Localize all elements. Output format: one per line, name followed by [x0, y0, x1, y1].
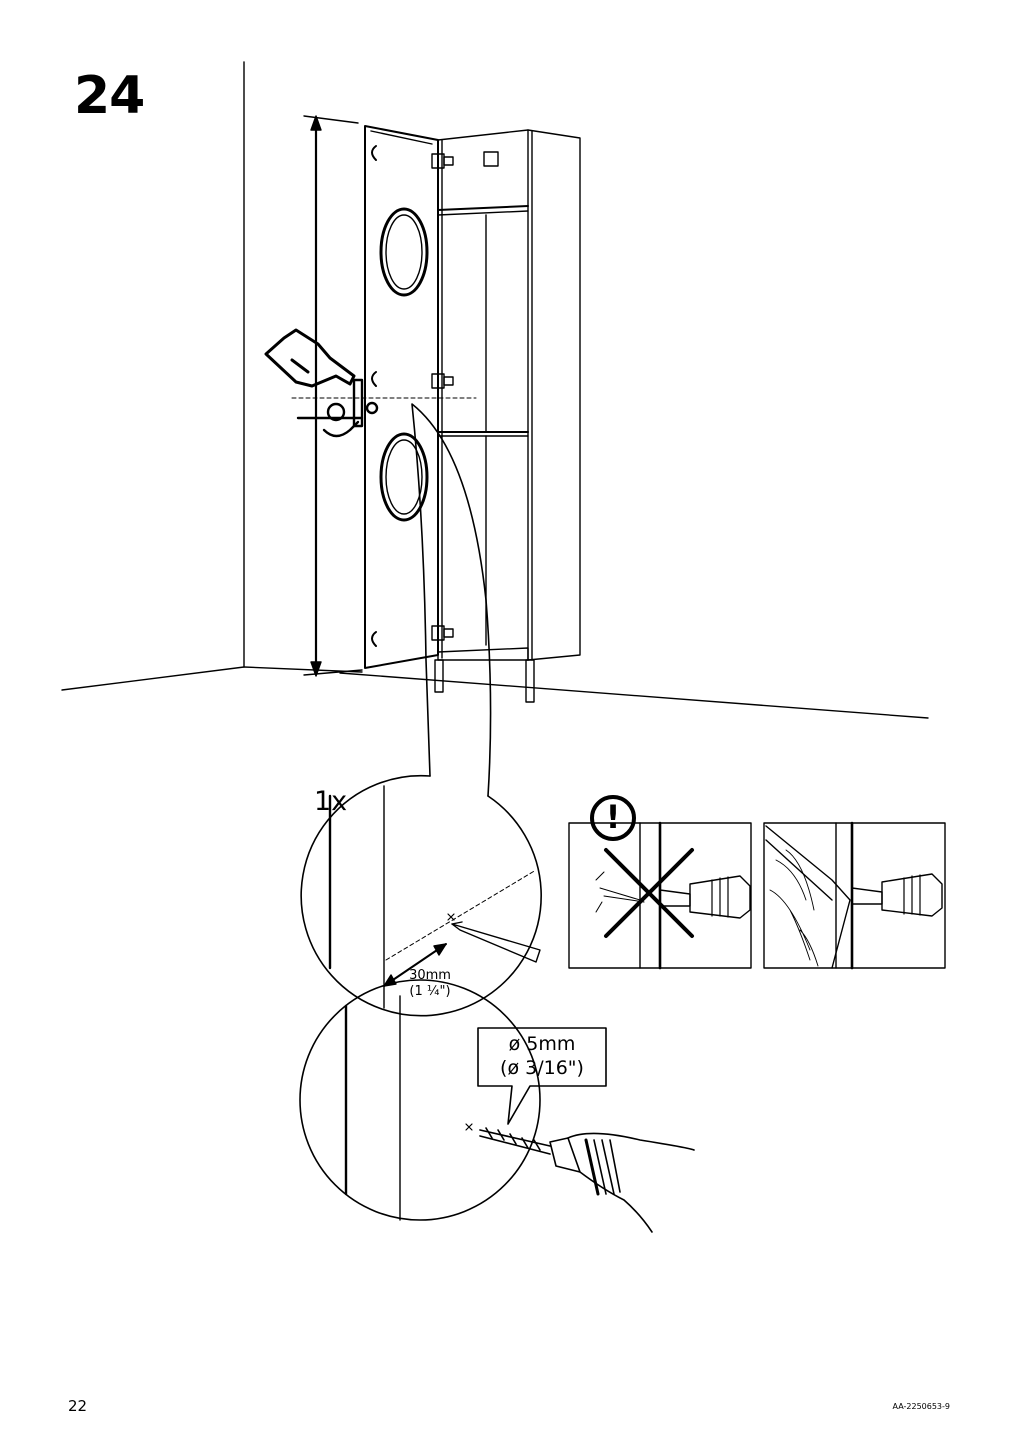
warning-symbol: ! — [605, 798, 621, 836]
hinge-icon — [431, 153, 454, 169]
document-code: AA-2250653-9 — [892, 1402, 950, 1411]
pointing-hand-icon — [264, 328, 356, 388]
distance-metric: 30mm — [409, 968, 451, 983]
room-corner — [61, 61, 929, 719]
clamp-icon — [296, 378, 379, 438]
step-number: 24 — [74, 66, 145, 126]
warning-icon — [590, 795, 636, 841]
hinge-icon — [431, 373, 454, 389]
page-number: 22 — [68, 1397, 88, 1415]
drill-bit-metric: ø 5mm — [508, 1033, 576, 1055]
hinge-icon — [431, 625, 454, 641]
height-dimension-arrow — [303, 115, 363, 677]
drill-bit-imperial: (ø 3/16") — [500, 1057, 584, 1079]
zoom-callout-tail — [411, 403, 492, 797]
cross-out-icon — [604, 848, 694, 938]
pencil-icon — [451, 921, 541, 963]
drilling-detail-circle — [299, 979, 541, 1221]
correct-drilling-panel — [763, 821, 946, 970]
wrong-drilling-panel — [568, 821, 752, 970]
drill-bit-size-bubble — [477, 1027, 607, 1125]
cabinet — [434, 129, 581, 703]
drill-bit-label: ø 5mm (ø 3/16") — [478, 1032, 606, 1080]
distance-label: 30mm (1 ¼") — [398, 968, 462, 1000]
quantity-label: 1x — [314, 786, 348, 817]
cabinet-door — [364, 125, 439, 669]
distance-imperial: (1 ¼") — [409, 984, 451, 999]
drill-icon — [479, 1127, 695, 1233]
